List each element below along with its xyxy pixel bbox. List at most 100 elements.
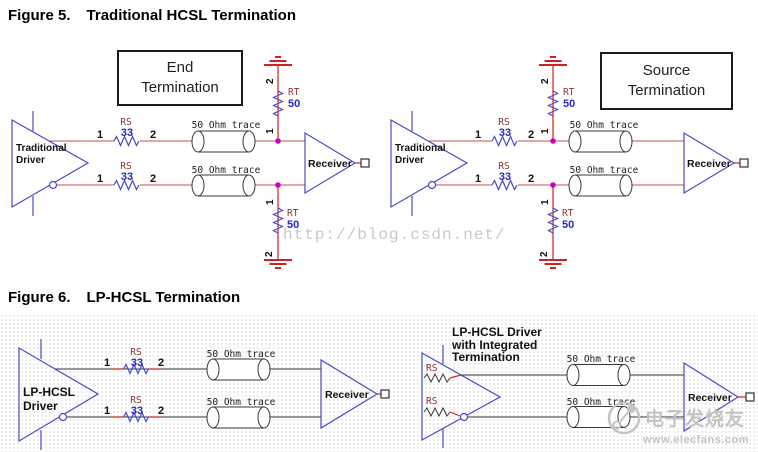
pin-number: 1	[265, 199, 276, 205]
pin-number: 2	[264, 251, 275, 257]
pin-number: 2	[150, 173, 156, 185]
inversion-bubble	[459, 412, 469, 422]
figure6-number: Figure 6.	[8, 289, 71, 306]
end-termination-line2: Termination	[141, 79, 219, 96]
rs-value: 33	[499, 127, 511, 139]
end-termination-line1: End	[166, 59, 194, 76]
trace-label: 50 Ohm trace	[567, 354, 636, 365]
pin-number: 2	[158, 405, 164, 417]
output-port	[380, 389, 390, 399]
elecfans-name: 电子发烧友	[645, 408, 746, 430]
trace-label: 50 Ohm trace	[192, 120, 261, 131]
pin-number: 2	[528, 129, 534, 141]
rt-ref: RT	[287, 208, 299, 219]
driver-label-line1: LP-HCSL	[23, 385, 75, 399]
transmission-line-symbol	[568, 174, 633, 197]
elecfans-url: www.elecfans.com	[643, 434, 750, 446]
rt-value: 50	[287, 219, 299, 231]
ground-symbol	[263, 56, 293, 66]
receiver-label: Receiver	[687, 158, 731, 170]
figure6-dotted-background	[0, 314, 758, 452]
receiver-label: Receiver	[325, 389, 369, 401]
transmission-line-symbol	[568, 130, 633, 153]
rt-ref: RT	[562, 208, 574, 219]
figure6-heading: Figure 6. LP-HCSL Termination	[8, 289, 240, 306]
ground-symbol	[538, 259, 568, 269]
rs-ref: RS	[498, 161, 510, 172]
driver-label-line2: Driver	[395, 155, 424, 166]
source-termination-line2: Termination	[627, 82, 706, 99]
figure5-heading: Figure 5. Traditional HCSL Termination	[8, 7, 296, 24]
rs-ref: RS	[130, 395, 142, 406]
pin-number: 1	[475, 173, 481, 185]
driver-label-line2: Driver	[23, 399, 58, 413]
pin-number: 1	[97, 173, 103, 185]
internal-rs-resistor	[423, 372, 451, 384]
inversion-bubble	[427, 180, 437, 190]
pin-number: 1	[104, 405, 110, 417]
rt-value: 50	[288, 98, 300, 110]
source-termination-line1: Source	[642, 62, 691, 79]
fig6-integrated-termination-circuit: LP-HCSL Driver with Integrated Terminati…	[421, 325, 755, 448]
inversion-bubble	[58, 412, 68, 422]
output-port	[745, 392, 755, 402]
output-port	[360, 158, 370, 168]
rs-value: 33	[131, 405, 143, 417]
rs-ref: RS	[426, 396, 438, 407]
output-port	[739, 158, 749, 168]
transmission-line-symbol	[206, 358, 271, 381]
rs-ref: RS	[120, 161, 132, 172]
pin-number: 1	[475, 129, 481, 141]
ground-symbol	[263, 259, 293, 269]
driver-label-line1: Traditional	[395, 143, 446, 154]
pin-number: 2	[540, 78, 551, 84]
rs-ref: RS	[130, 347, 142, 358]
rt-value: 50	[562, 219, 574, 231]
pin-number: 2	[539, 251, 550, 257]
elecfans-watermark: 电子发烧友 www.elecfans.com	[604, 398, 758, 446]
traditional-driver-symbol: Traditional Driver	[11, 111, 90, 216]
rs-ref: RS	[498, 117, 510, 128]
pin-number: 2	[158, 357, 164, 369]
inversion-bubble	[48, 180, 58, 190]
traditional-driver-symbol: Traditional Driver	[390, 111, 469, 216]
ground-symbol	[538, 56, 568, 66]
rs-value: 33	[121, 127, 133, 139]
lp-hcsl-driver-symbol: LP-HCSL Driver	[18, 339, 100, 450]
rs-ref: RS	[120, 117, 132, 128]
trace-label: 50 Ohm trace	[207, 397, 276, 408]
pin-number: 1	[97, 129, 103, 141]
integrated-driver-label-line2: with Integrated	[451, 338, 537, 352]
trace-label: 50 Ohm trace	[570, 165, 639, 176]
source-termination-callout: Source Termination	[600, 52, 733, 110]
figure6-title: LP-HCSL Termination	[86, 289, 241, 306]
transmission-line-symbol	[191, 174, 256, 197]
pin-number: 2	[265, 78, 276, 84]
pin-number: 1	[540, 128, 551, 134]
rs-value: 33	[121, 171, 133, 183]
figure5-title: Traditional HCSL Termination	[86, 7, 296, 24]
internal-rs-resistor	[423, 406, 451, 418]
trace-label: 50 Ohm trace	[207, 349, 276, 360]
pin-number: 2	[150, 129, 156, 141]
receiver-label: Receiver	[308, 158, 352, 170]
transmission-line-symbol	[206, 406, 271, 429]
receiver-symbol: Receiver	[304, 131, 370, 195]
integrated-driver-label-line1: LP-HCSL Driver	[452, 325, 542, 339]
csdn-watermark: http://blog.csdn.net/	[283, 226, 506, 244]
receiver-label: Receiver	[688, 392, 732, 404]
rs-value: 33	[499, 171, 511, 183]
fig6-lp-hcsl-circuit: LP-HCSL Driver 1 RS 33 2 50 Ohm trace 1 …	[18, 339, 390, 450]
fig5-end-termination-circuit: Traditional Driver 1 RS 33 2 50 Ohm trac…	[11, 56, 370, 269]
driver-label-line1: Traditional	[16, 143, 67, 154]
trace-label: 50 Ohm trace	[570, 120, 639, 131]
fig5-source-termination-circuit: Traditional Driver 1 RS 33 2 50 Ohm trac…	[390, 56, 749, 269]
rt-ref: RT	[288, 87, 300, 98]
pin-number: 2	[528, 173, 534, 185]
rt-ref: RT	[563, 87, 575, 98]
pin-number: 1	[104, 357, 110, 369]
rt-value: 50	[563, 98, 575, 110]
trace-label: 50 Ohm trace	[567, 397, 636, 408]
